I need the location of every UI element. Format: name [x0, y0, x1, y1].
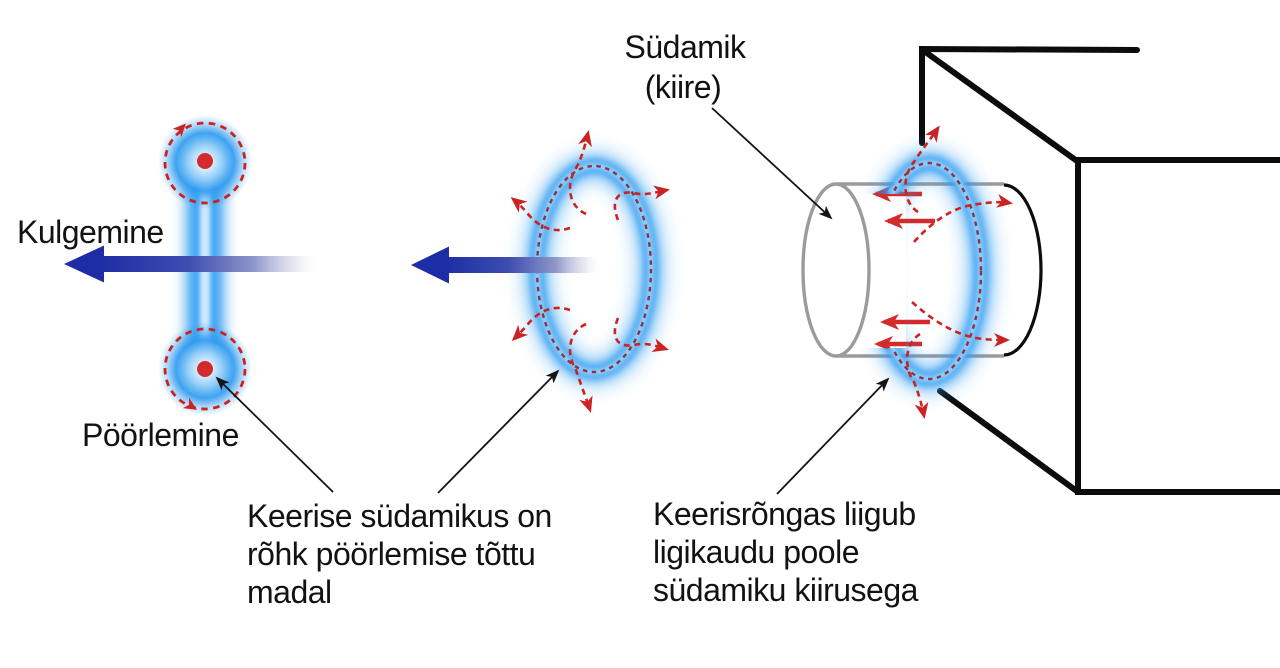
rotation-dashed-circle-top	[163, 121, 247, 205]
ring-rotation-arrow-top-icon	[568, 130, 592, 216]
leader-arrow-core-pressure-left	[215, 376, 334, 493]
ring-rotation-arrow-bottom-right-diagram-icon	[905, 332, 929, 419]
leader-arrow-sudamik	[711, 107, 833, 220]
ring-rotation-arrow-upper-right-icon	[613, 185, 670, 221]
note-core-pressure: Keerise südamikus on rõhk pöörlemise tõt…	[247, 498, 552, 610]
ring-rotation-arrow-lower-left-icon	[511, 306, 571, 342]
ring-core-dashed-line-right	[875, 161, 983, 381]
ring-rotation-arrow-lower-right-icon	[613, 317, 669, 352]
rotation-arrowhead-top-icon	[172, 123, 186, 138]
smoke-box-scene	[711, 45, 1280, 495]
note-core-pressure-line3: madal	[247, 574, 332, 610]
ring-rotation-arrow-upper-left-icon	[510, 197, 571, 232]
note-ring-speed: Keerisrõngas liigub ligikaudu poole süda…	[653, 496, 919, 608]
vortex-ring-front	[411, 130, 670, 413]
note-core-pressure-line2: rõhk pöörlemise tõttu	[247, 536, 535, 572]
label-sudamik-line1: Südamik	[625, 29, 748, 65]
translation-arrow-left-icon	[64, 245, 319, 283]
rotation-dashed-circle-bottom	[163, 327, 247, 411]
vortex-core-dot-bottom	[197, 361, 213, 377]
box-opening-rim	[1003, 183, 1043, 357]
vortex-core-dot-top	[197, 153, 213, 169]
note-ring-speed-line1: Keerisrõngas liigub	[653, 496, 916, 532]
box-bottom-receding-edge	[937, 388, 1081, 495]
air-cylinder-face	[801, 182, 871, 358]
ring-rotation-arrow-bottom-icon	[568, 322, 593, 413]
smoke-box	[919, 45, 1280, 495]
vortex-cross-section	[64, 115, 319, 416]
label-kulgemine: Kulgemine	[17, 214, 164, 250]
translation-arrow-middle-icon	[411, 246, 598, 284]
note-ring-speed-line2: ligikaudu poole	[653, 534, 859, 570]
label-sudamik-line2: (kiire)	[645, 69, 721, 105]
leader-arrow-ring-speed	[776, 377, 890, 495]
note-ring-speed-line3: südamiku kiirusega	[653, 572, 919, 608]
rotation-arrowhead-bottom-icon	[182, 397, 198, 410]
ring-rotation-arrow-top-right-diagram-icon	[904, 125, 940, 214]
note-core-pressure-line1: Keerise südamikus on	[247, 498, 552, 534]
label-poorlemine: Pöörlemine	[82, 417, 239, 453]
box-top-receding-edge	[921, 48, 1080, 164]
leader-arrow-core-pressure-right	[437, 369, 560, 494]
box-front-face-edges	[1075, 157, 1280, 495]
ring-rotation-arrow-right-upper-icon	[913, 193, 1013, 243]
ring-rotation-arrow-right-lower-icon	[911, 301, 1010, 347]
